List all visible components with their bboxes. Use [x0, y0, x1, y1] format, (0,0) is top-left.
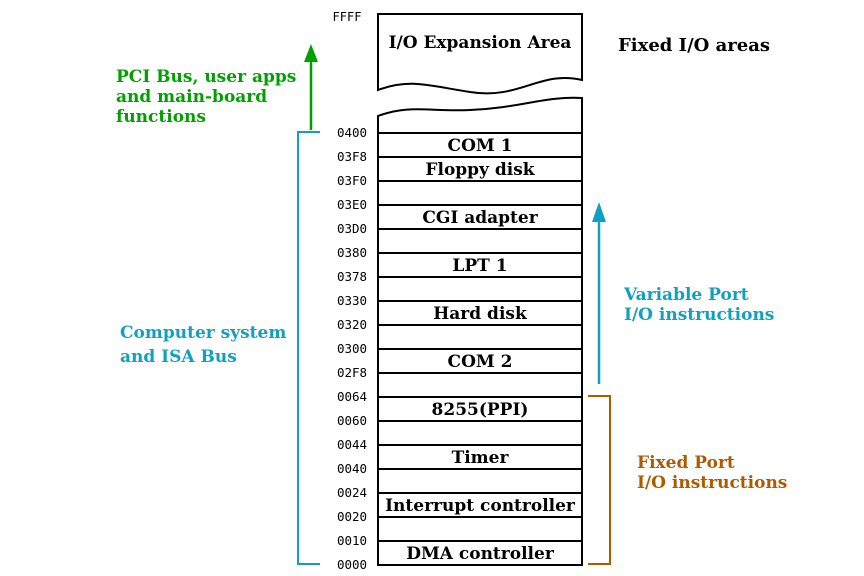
address-rows: 0400 03F8 03F0 03E0 03D0 0380 0378 0330 0320 0300… — [337, 125, 582, 572]
io-block-label: Floppy disk — [425, 160, 535, 180]
pci-arrow-head — [304, 44, 318, 62]
io-block-label: DMA controller — [406, 544, 555, 564]
address-label: 03F0 — [337, 173, 367, 188]
svg-text:I/O instructions: I/O instructions — [624, 305, 774, 325]
fixed-port-bracket — [588, 395, 611, 565]
address-label: 0044 — [337, 437, 367, 452]
address-label: 03D0 — [337, 221, 367, 236]
io-block-label: LPT 1 — [452, 256, 507, 276]
io-map-column — [377, 96, 583, 566]
io-block-label: COM 2 — [448, 352, 513, 372]
svg-text:and ISA Bus: and ISA Bus — [120, 347, 237, 367]
io-block-label: Timer — [452, 448, 510, 468]
io-block-label: COM 1 — [448, 136, 513, 156]
expansion-area-label: I/O Expansion Area — [389, 33, 572, 53]
svg-text:Computer system: Computer system — [120, 323, 286, 343]
svg-text:functions: functions — [116, 107, 206, 127]
io-block-label: Hard disk — [433, 304, 528, 324]
address-label: 03F8 — [337, 149, 367, 164]
address-label: 0000 — [337, 557, 367, 572]
address-label: 0024 — [337, 485, 367, 500]
variable-port-arrow-head — [592, 202, 606, 222]
address-label: 0010 — [337, 533, 367, 548]
svg-text:and main-board: and main-board — [116, 87, 267, 107]
address-label: 0040 — [337, 461, 367, 476]
isa-label: Computer system and ISA Bus — [120, 323, 286, 367]
address-label: 0064 — [337, 389, 367, 404]
variable-port-label: Variable Port I/O instructions — [623, 285, 774, 325]
isa-bracket — [297, 131, 320, 565]
svg-text:Variable Port: Variable Port — [623, 285, 749, 305]
address-label: 03E0 — [337, 197, 367, 212]
address-label: 0300 — [337, 341, 367, 356]
svg-text:Fixed Port: Fixed Port — [637, 453, 735, 473]
address-label: 0060 — [337, 413, 367, 428]
diagram-title: Fixed I/O areas — [618, 35, 770, 56]
address-label: 0400 — [337, 125, 367, 140]
expansion-area-box — [377, 13, 583, 95]
io-block-label: CGI adapter — [422, 208, 538, 228]
address-label: 0020 — [337, 509, 367, 524]
svg-text:PCI Bus, user apps: PCI Bus, user apps — [116, 67, 296, 87]
address-label: 0320 — [337, 317, 367, 332]
io-block-label: Interrupt controller — [385, 496, 576, 516]
address-label: 0380 — [337, 245, 367, 260]
address-label: 0330 — [337, 293, 367, 308]
svg-text:I/O instructions: I/O instructions — [637, 473, 787, 493]
address-label: 0378 — [337, 269, 367, 284]
fixed-port-label: Fixed Port I/O instructions — [637, 453, 787, 493]
address-label: 02F8 — [337, 365, 367, 380]
io-block-label: 8255(PPI) — [432, 400, 529, 420]
top-address: FFFF — [333, 10, 362, 24]
pci-label: PCI Bus, user apps and main-board functi… — [116, 67, 296, 127]
